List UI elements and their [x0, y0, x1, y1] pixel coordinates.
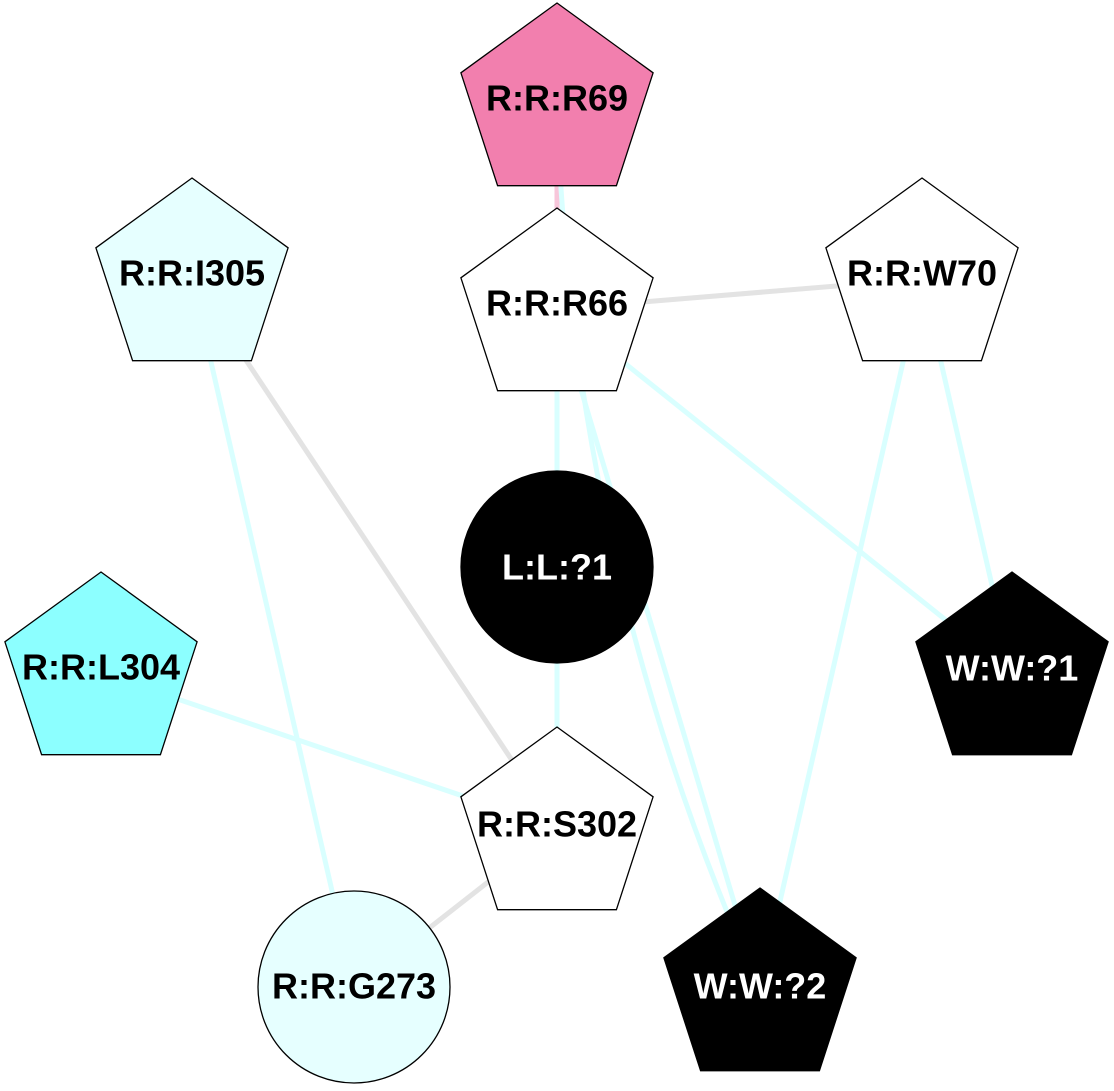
node-shape-l1	[460, 470, 654, 664]
node-w70[interactable]: R:R:W70	[825, 177, 1019, 362]
node-shape-g273	[257, 890, 451, 1084]
edge-i305-g273	[189, 278, 357, 988]
node-label-r66: R:R:R66	[486, 283, 628, 324]
node-shape-s302	[460, 726, 654, 911]
node-label-g273: R:R:G273	[272, 966, 436, 1007]
node-label-w70: R:R:W70	[847, 253, 997, 294]
node-r69[interactable]: R:R:R69	[460, 2, 654, 187]
node-i305[interactable]: R:R:I305	[95, 177, 289, 362]
node-shape-l304	[4, 571, 198, 756]
node-label-r69: R:R:R69	[486, 78, 628, 119]
node-w1[interactable]: W:W:?1	[915, 571, 1109, 756]
node-label-s302: R:R:S302	[477, 804, 637, 845]
edge-r66-w2	[554, 308, 763, 990]
node-r66[interactable]: R:R:R66	[460, 207, 654, 392]
node-label-l1: L:L:?1	[502, 547, 612, 588]
edge-w70-w2	[757, 278, 925, 990]
node-shape-r69	[460, 2, 654, 187]
node-s302[interactable]: R:R:S302	[460, 726, 654, 911]
node-g273[interactable]: R:R:G273	[257, 890, 451, 1084]
node-label-i305: R:R:I305	[119, 253, 265, 294]
edge-r66-w1	[555, 307, 1014, 675]
node-l304[interactable]: R:R:L304	[4, 571, 198, 756]
node-label-w1: W:W:?1	[946, 648, 1079, 689]
node-l1[interactable]: L:L:?1	[460, 470, 654, 664]
node-shape-r66	[460, 207, 654, 392]
node-shape-w70	[825, 177, 1019, 362]
node-label-l304: R:R:L304	[22, 647, 180, 688]
node-shape-w1	[915, 571, 1109, 756]
node-shape-w2	[663, 887, 857, 1072]
node-w2[interactable]: W:W:?2	[663, 887, 857, 1072]
edge-i305-s302	[189, 277, 560, 830]
node-shape-i305	[95, 177, 289, 362]
node-label-w2: W:W:?2	[694, 966, 827, 1007]
